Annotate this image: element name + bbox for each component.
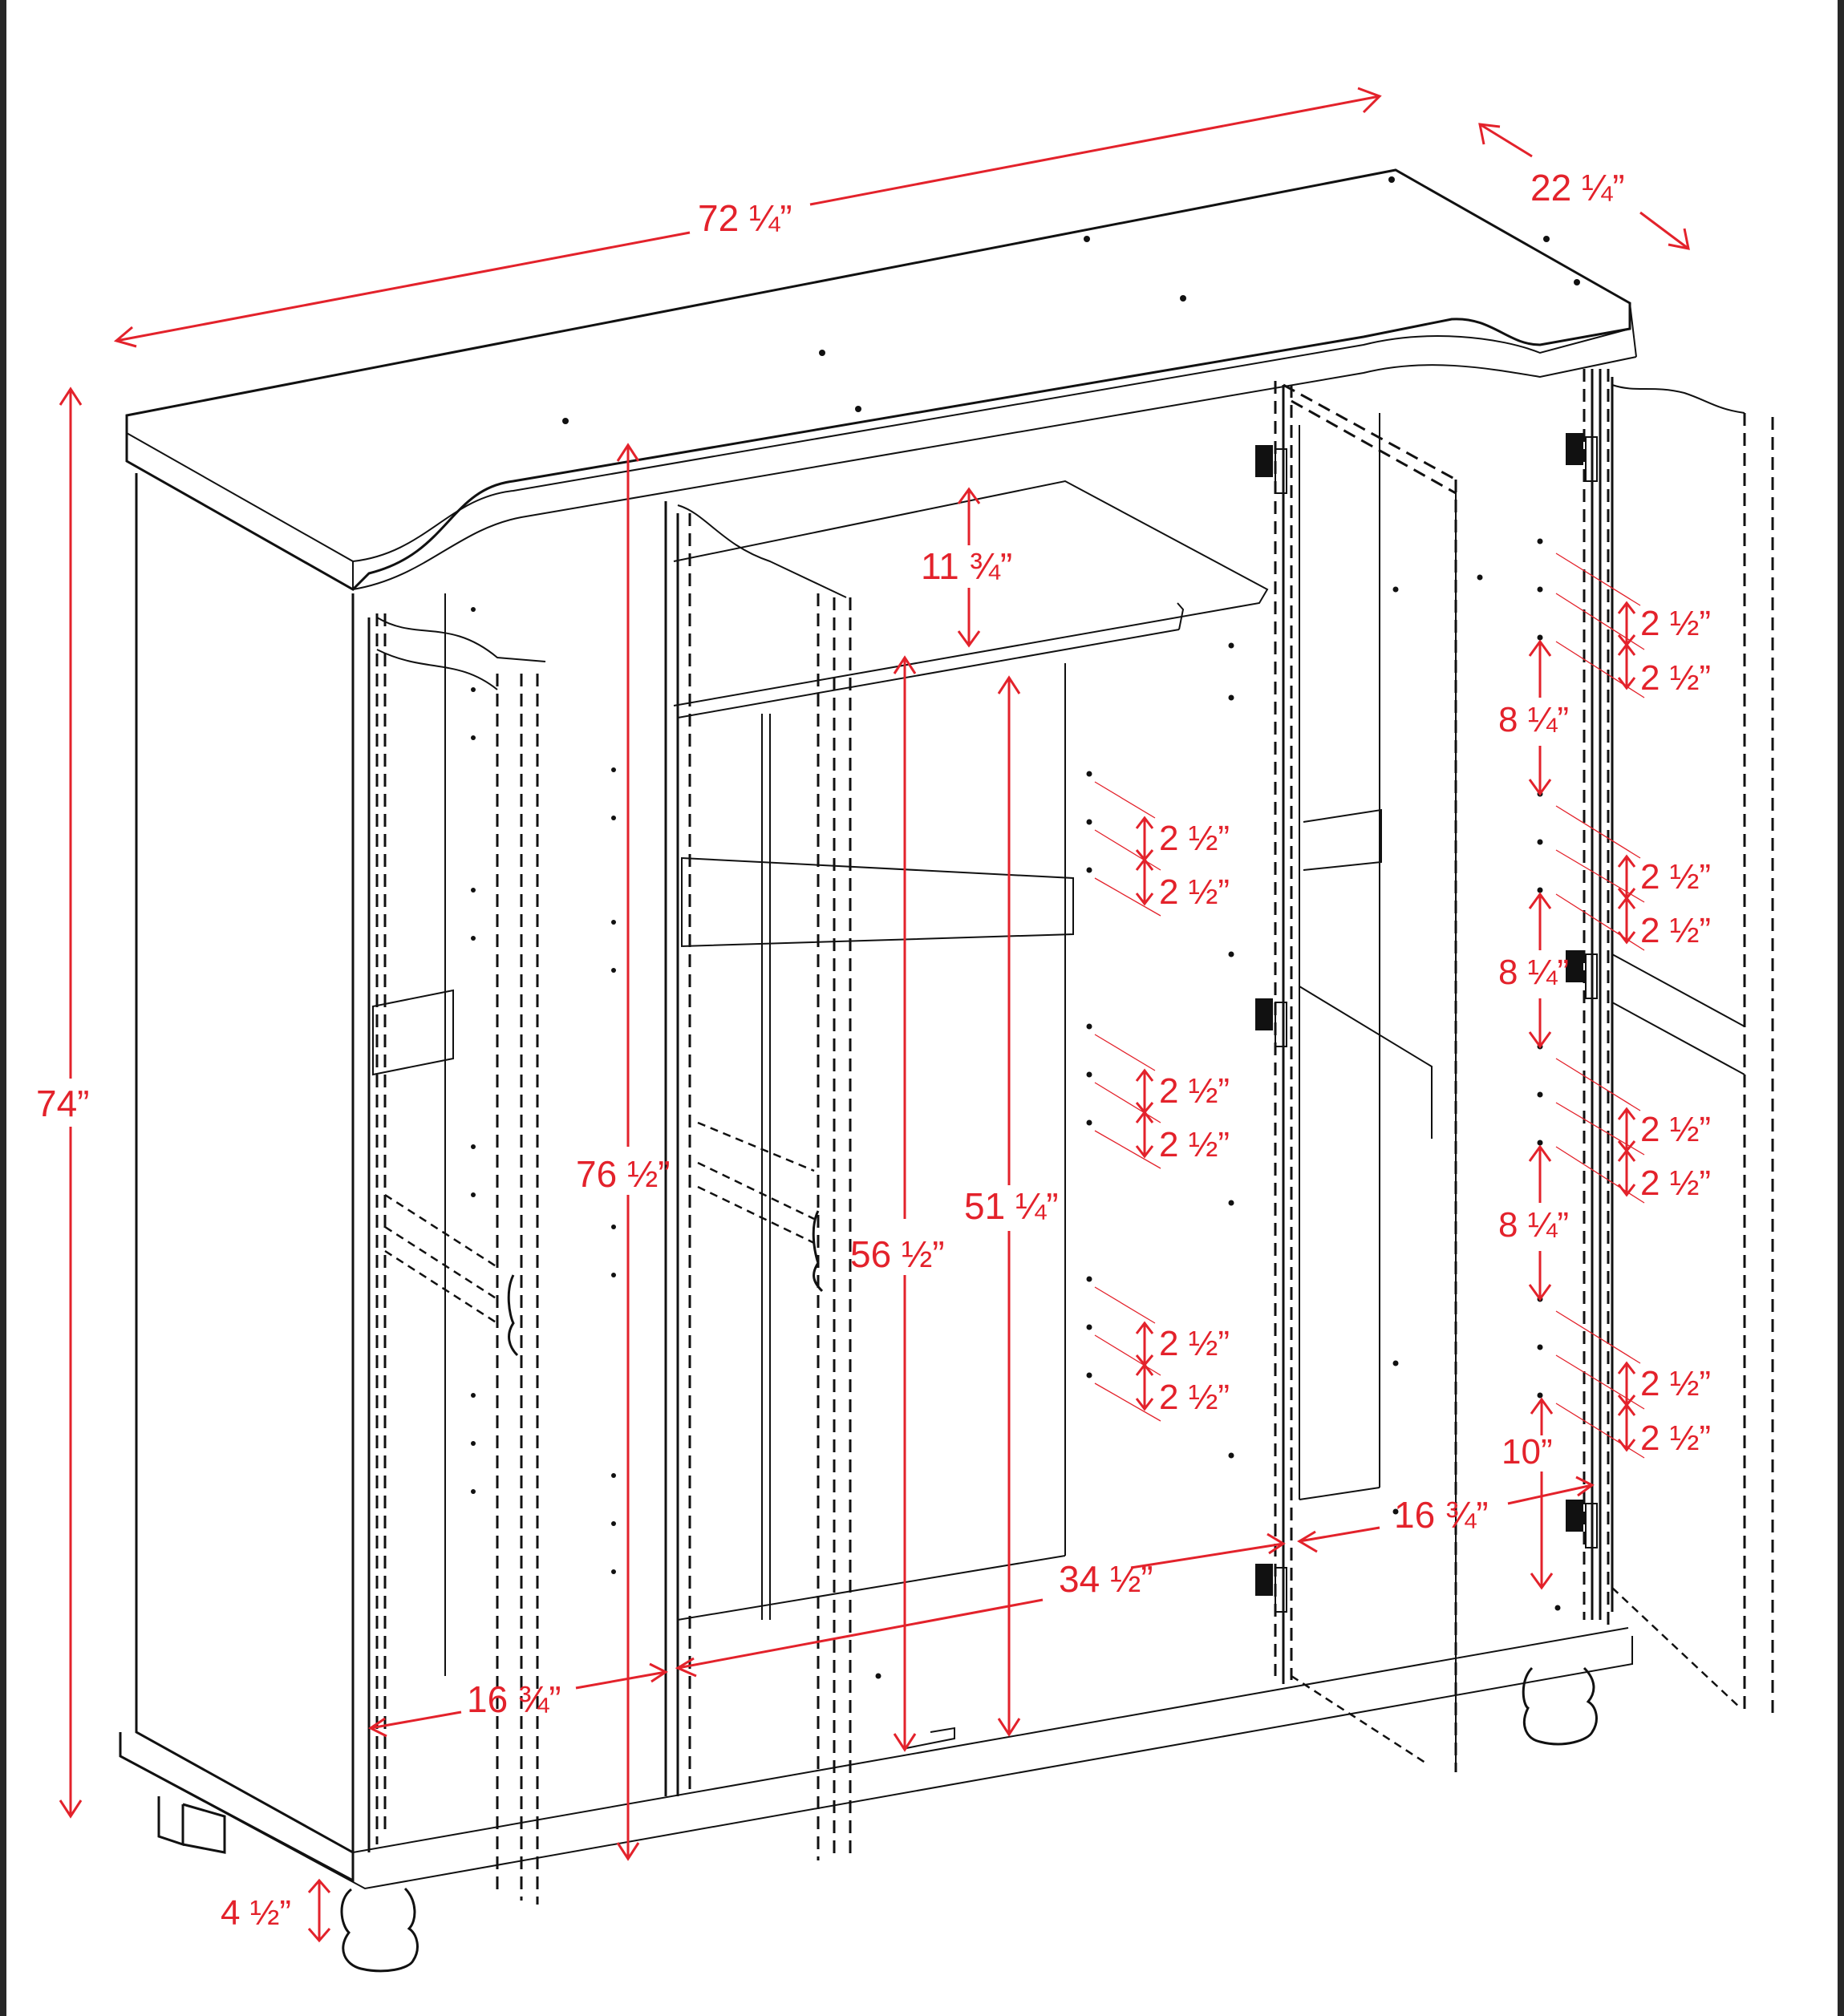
- label-hole-pitch: 2 ½”: [1640, 1419, 1711, 1458]
- label-shelf-to-top: 11 ¾”: [921, 545, 1012, 587]
- label-hole-pitch: 2 ½”: [1159, 1378, 1230, 1417]
- label-rod-to-bottom: 56 ½”: [850, 1233, 945, 1275]
- label-hole-pitch: 2 ½”: [1159, 872, 1230, 912]
- label-hole-pitch: 2 ½”: [1640, 857, 1711, 897]
- label-right-door-width: 16 ¾”: [1394, 1494, 1489, 1536]
- label-foot-height: 4 ½”: [221, 1893, 291, 1933]
- label-overall-width: 72 ¼”: [698, 197, 792, 239]
- dimension-labels: 72 ¼” 22 ¼” 74” 76 ½” 11 ¾” 56 ½” 51 ¼” …: [36, 167, 1711, 1933]
- label-hole-pitch: 2 ½”: [1159, 819, 1230, 858]
- dimension-lines: [59, 87, 1690, 1943]
- hinge-icon: [1566, 433, 1598, 482]
- label-hole-spacing: 8 ¼”: [1498, 953, 1569, 992]
- label-hole-pitch: 2 ½”: [1640, 911, 1711, 950]
- hinge-icon: [1255, 1564, 1287, 1613]
- shelf-holes-center: [875, 642, 1234, 1679]
- label-overall-depth: 22 ¼”: [1530, 167, 1625, 208]
- hinge-icon: [1566, 950, 1598, 999]
- label-hole-spacing: 8 ¼”: [1498, 700, 1569, 739]
- hinge-icon: [1255, 998, 1287, 1047]
- label-hole-spacing: 8 ¼”: [1498, 1205, 1569, 1245]
- label-overall-height: 74”: [36, 1083, 89, 1124]
- label-hole-pitch: 2 ½”: [1159, 1324, 1230, 1363]
- wardrobe-drawing: [119, 168, 1774, 1973]
- label-center-width: 34 ½”: [1059, 1558, 1153, 1600]
- hinge-icon: [1566, 1500, 1598, 1548]
- label-hole-pitch: 2 ½”: [1640, 1364, 1711, 1403]
- label-bottom-hole-offset: 10”: [1502, 1432, 1553, 1472]
- label-hole-pitch: 2 ½”: [1640, 658, 1711, 698]
- label-hole-pitch: 2 ½”: [1640, 1164, 1711, 1203]
- label-interior-height: 76 ½”: [576, 1153, 671, 1195]
- label-hole-pitch: 2 ½”: [1640, 1110, 1711, 1149]
- label-hole-pitch: 2 ½”: [1159, 1071, 1230, 1111]
- label-rod-clear-height: 51 ¼”: [964, 1185, 1059, 1227]
- pitch-markers-right: [1555, 553, 1645, 1459]
- pitch-markers-center: [1094, 781, 1161, 1422]
- label-hole-pitch: 2 ½”: [1640, 604, 1711, 643]
- label-hole-pitch: 2 ½”: [1159, 1125, 1230, 1164]
- label-left-door-width: 16 ¾”: [467, 1678, 561, 1720]
- hinge-icon: [1255, 445, 1287, 494]
- shelf-holes-left: [471, 607, 616, 1574]
